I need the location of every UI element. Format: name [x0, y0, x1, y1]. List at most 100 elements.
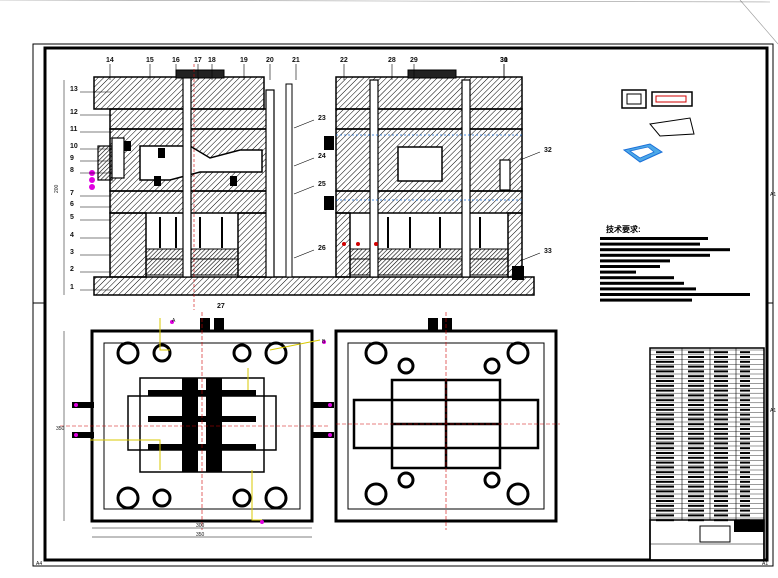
bom-row: [656, 466, 674, 469]
label-10: 10: [70, 143, 78, 150]
bom-row: [656, 500, 674, 502]
plan-view-right: [334, 312, 560, 530]
part-preview: [621, 89, 695, 163]
dim-width-outer: 350: [196, 532, 205, 538]
label-28: 28: [388, 57, 396, 64]
label-31: 31: [500, 57, 508, 64]
label-9: 9: [70, 155, 74, 162]
bom-row: [656, 370, 674, 373]
label-6: 6: [70, 201, 74, 208]
label-12: 12: [70, 109, 78, 116]
section-view-right: [324, 69, 524, 280]
note-line: [600, 237, 708, 240]
section-view-left: 200: [54, 64, 535, 310]
label-8: 8: [70, 167, 74, 174]
bom-row: [656, 447, 674, 450]
label-1: 1: [70, 284, 74, 291]
label-3: 3: [70, 249, 74, 256]
bom-row: [656, 437, 674, 440]
border-mark-right: A1: [770, 192, 776, 198]
label-32: 32: [544, 147, 552, 154]
bom-row: [656, 452, 674, 454]
bom-row: [656, 432, 674, 435]
bom-row: [656, 360, 674, 363]
section-letter-a: A: [172, 318, 176, 324]
note-line: [600, 281, 684, 285]
bom-row: [656, 456, 674, 459]
bom-row: [656, 461, 674, 464]
dim-plan-height: 350: [56, 426, 65, 432]
dim-width-inner: 300: [196, 523, 205, 529]
label-15: 15: [146, 57, 154, 64]
label-19: 19: [240, 57, 248, 64]
note-line: [600, 287, 696, 291]
corner-mark-br: A1: [762, 561, 768, 567]
label-18: 18: [208, 57, 216, 64]
bom-row: [656, 365, 674, 368]
label-25: 25: [318, 181, 326, 188]
bom-row: [656, 351, 674, 354]
bom-row: [656, 380, 674, 382]
label-33: 33: [544, 248, 552, 255]
label-17: 17: [194, 57, 202, 64]
title-block: [649, 347, 765, 561]
bom-row: [656, 413, 674, 416]
bom-row: [656, 375, 674, 378]
note-line: [600, 293, 750, 296]
bom-row: [656, 485, 674, 488]
note-line: [600, 242, 700, 246]
bom-row: [656, 514, 674, 517]
corner-mark-bl: A4: [36, 561, 42, 567]
note-line: [600, 276, 674, 280]
bom-row: [656, 418, 674, 421]
note-line: [600, 298, 692, 302]
label-11: 11: [70, 126, 78, 133]
label-16: 16: [172, 57, 180, 64]
bom-row: [656, 504, 674, 507]
note-line: [600, 248, 730, 252]
section-letter-b: B: [322, 339, 326, 345]
label-21: 21: [292, 57, 300, 64]
note-line: [600, 265, 660, 268]
bom-row: [656, 423, 674, 426]
label-20: 20: [266, 57, 274, 64]
bom-row: [656, 399, 674, 402]
label-23: 23: [318, 115, 326, 122]
notes-title: 技术要求:: [606, 224, 641, 234]
note-line: [600, 270, 636, 274]
bom-row: [656, 476, 674, 478]
label-2: 2: [70, 266, 74, 273]
bom-row: [656, 471, 674, 474]
label-14: 14: [106, 57, 114, 64]
label-26: 26: [318, 245, 326, 252]
label-7: 7: [70, 190, 74, 197]
bom-row: [656, 490, 674, 493]
border-mark-right-2: A1: [770, 408, 776, 414]
plan-view-left: 300 350 350 A B: [56, 312, 334, 538]
bom-row: [656, 389, 674, 392]
bom-row: [656, 495, 674, 498]
bom-row: [656, 356, 674, 358]
label-4: 4: [70, 232, 74, 239]
bom-row: [656, 442, 674, 445]
bom-row: [656, 404, 674, 406]
bom-row: [656, 408, 674, 411]
label-22: 22: [340, 57, 348, 64]
note-line: [600, 259, 670, 263]
dim-height: 200: [54, 184, 60, 193]
bom-row: [656, 480, 674, 483]
label-13: 13: [70, 86, 78, 93]
bom-row: [656, 384, 674, 387]
label-27: 27: [217, 303, 225, 310]
label-29: 29: [410, 57, 418, 64]
bom-row: [656, 509, 674, 512]
bom-row: [656, 394, 674, 397]
bom-row: [656, 428, 674, 430]
technical-notes: 技术要求:: [600, 224, 750, 302]
label-30: 30: [500, 57, 508, 64]
note-line: [600, 253, 710, 257]
